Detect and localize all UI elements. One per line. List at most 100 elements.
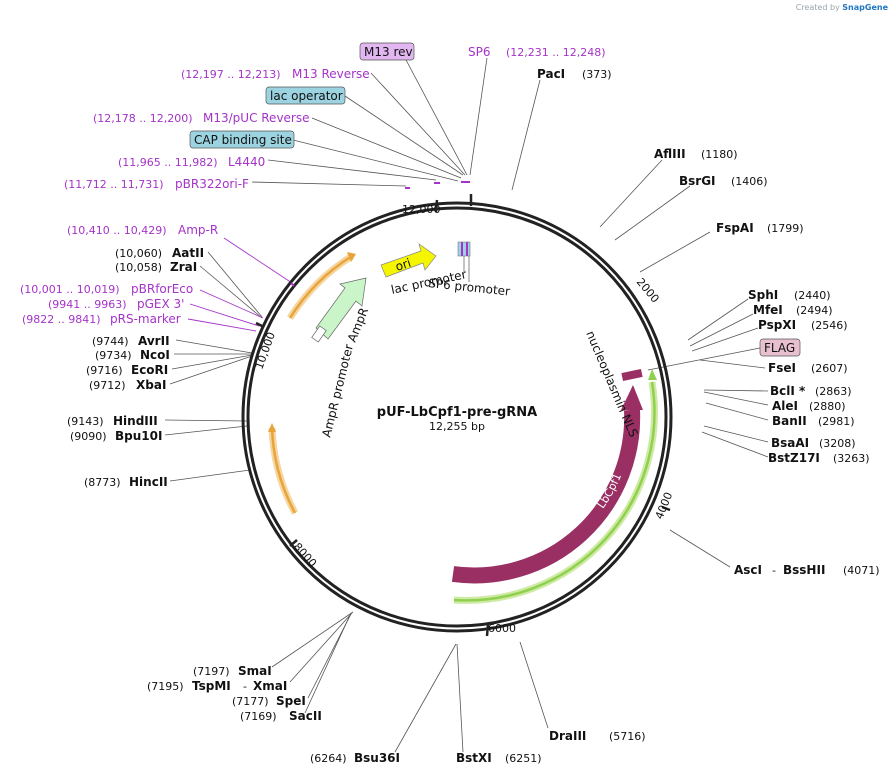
enzyme-banii[interactable]: BanII xyxy=(772,414,807,428)
enzyme-sphi-pos: (2440) xyxy=(794,289,831,302)
enzyme-alei[interactable]: AleI xyxy=(772,399,798,413)
primer-prs-marker-name[interactable]: pRS-marker xyxy=(110,312,181,326)
enzyme-ncoi[interactable]: NcoI xyxy=(140,348,170,362)
lac-operator-box[interactable]: lac operator xyxy=(265,86,346,105)
primer-m13puc-name[interactable]: M13/pUC Reverse xyxy=(203,111,310,125)
primer-m13-reverse-pos: (12,197 .. 12,213) xyxy=(181,68,281,81)
enzyme-tspmi-pos: (7195) xyxy=(147,680,184,693)
enzyme-xbai[interactable]: XbaI xyxy=(136,378,166,392)
enzyme-bsrgi-pos: (1406) xyxy=(731,175,768,188)
enzyme-mfei[interactable]: MfeI xyxy=(753,303,783,317)
enzyme-hindiii-pos: (9143) xyxy=(67,415,104,428)
primer-sp6-name[interactable]: SP6 xyxy=(468,45,491,59)
ori-label: ori xyxy=(394,256,413,274)
enzyme-draiii-pos: (5716) xyxy=(609,730,646,743)
cap-binding-label: CAP binding site xyxy=(194,133,292,147)
ori-feature[interactable]: ori xyxy=(380,243,437,278)
primer-m13puc-pos: (12,178 .. 12,200) xyxy=(93,112,193,125)
enzyme-draiii[interactable]: DraIII xyxy=(549,729,586,743)
enzyme-asci-sep: - xyxy=(772,564,776,577)
enzyme-fspai-pos: (1799) xyxy=(767,222,804,235)
primer-l4440-pos: (11,965 .. 11,982) xyxy=(118,156,218,169)
primer-pbrforeco-pos: (10,001 .. 10,019) xyxy=(20,283,120,296)
tick-marks xyxy=(255,194,671,637)
backbone-inner xyxy=(246,206,668,628)
green-orf xyxy=(453,369,658,604)
enzyme-asci[interactable]: AscI xyxy=(734,563,762,577)
enzyme-labels-left: (7169) SacII (7177) SpeI (7195) TspMI - … xyxy=(67,246,322,723)
enzyme-smai-pos: (7197) xyxy=(193,665,230,678)
tick-10000: 10,000 xyxy=(253,330,278,371)
enzyme-sacii[interactable]: SacII xyxy=(289,709,322,723)
enzyme-avrii[interactable]: AvrII xyxy=(138,334,170,348)
promoter-block xyxy=(457,241,471,282)
primer-leaders xyxy=(187,237,293,332)
enzyme-sphi[interactable]: SphI xyxy=(748,288,778,302)
enzyme-aatii[interactable]: AatII xyxy=(172,246,204,260)
primer-prs-marker-pos: (9822 .. 9841) xyxy=(22,313,101,326)
enzyme-bcli[interactable]: BclI * xyxy=(770,384,806,398)
primer-l4440-name[interactable]: L4440 xyxy=(228,155,265,169)
primer-pbr322ori-name[interactable]: pBR322ori-F xyxy=(175,177,249,191)
m13-rev-box[interactable]: M13 rev xyxy=(359,42,415,61)
enzyme-bsrgi[interactable]: BsrGI xyxy=(679,174,716,188)
leader-lines xyxy=(164,57,769,753)
enzyme-fsei[interactable]: FseI xyxy=(768,361,796,375)
enzyme-bsu36i[interactable]: Bsu36I xyxy=(354,751,400,765)
enzyme-bstxi[interactable]: BstXI xyxy=(456,751,492,765)
enzyme-zrai[interactable]: ZraI xyxy=(170,260,197,274)
enzyme-pspxi-pos: (2546) xyxy=(811,319,848,332)
enzyme-fsei-pos: (2607) xyxy=(811,362,848,375)
enzyme-pspxi[interactable]: PspXI xyxy=(758,318,796,332)
enzyme-avrii-pos: (9744) xyxy=(92,335,129,348)
enzyme-afliii-pos: (1180) xyxy=(701,148,738,161)
enzyme-sacii-pos: (7169) xyxy=(240,710,277,723)
enzyme-spei-pos: (7177) xyxy=(232,695,269,708)
enzyme-paci-pos: (373) xyxy=(582,68,612,81)
plasmid-length: 12,255 bp xyxy=(429,420,485,433)
enzyme-bstz17i[interactable]: BstZ17I xyxy=(768,451,820,465)
snapgene-credit: Created by SnapGene xyxy=(796,3,888,12)
ampr-feature[interactable] xyxy=(311,277,367,343)
primer-pgex3-pos: (9941 .. 9963) xyxy=(48,298,127,311)
enzyme-spei[interactable]: SpeI xyxy=(276,694,306,708)
enzyme-bsshii[interactable]: BssHII xyxy=(783,563,825,577)
enzyme-bpu10i[interactable]: Bpu10I xyxy=(115,429,162,443)
nls-label: nucleoplasmin NLS xyxy=(583,329,640,440)
enzyme-tspmi[interactable]: TspMI xyxy=(192,679,231,693)
enzyme-bstz17i-pos: (3263) xyxy=(833,452,870,465)
enzyme-hindiii[interactable]: HindIII xyxy=(113,414,158,428)
enzyme-ecori-pos: (9716) xyxy=(86,364,123,377)
primer-pbrforeco-name[interactable]: pBRforEco xyxy=(131,282,193,296)
enzyme-bcli-pos: (2863) xyxy=(815,385,852,398)
primer-ampr-name[interactable]: Amp-R xyxy=(178,223,218,237)
primer-pgex3-name[interactable]: pGEX 3' xyxy=(137,297,184,311)
enzyme-afliii[interactable]: AflIII xyxy=(654,147,686,161)
snapgene-logo: SnapGene xyxy=(842,3,888,12)
enzyme-fspai[interactable]: FspAI xyxy=(716,221,754,235)
m13-rev-label: M13 rev xyxy=(364,45,413,59)
plasmid-name: pUF-LbCpf1-pre-gRNA xyxy=(377,405,537,420)
enzyme-bsaai-pos: (3208) xyxy=(819,437,856,450)
enzyme-ncoi-pos: (9734) xyxy=(95,349,132,362)
nls-marker xyxy=(621,369,643,381)
enzyme-asci-pos: (4071) xyxy=(843,564,880,577)
enzyme-smai[interactable]: SmaI xyxy=(238,664,272,678)
enzyme-labels-right: PacI (373) AflIII (1180) BsrGI (1406) Fs… xyxy=(310,67,880,765)
primer-m13-reverse-name[interactable]: M13 Reverse xyxy=(292,67,370,81)
tick-12000: 12,000 xyxy=(402,203,441,216)
enzyme-xmai[interactable]: XmaI xyxy=(253,679,287,693)
enzyme-zrai-pos: (10,058) xyxy=(115,261,162,274)
enzyme-ecori[interactable]: EcoRI xyxy=(131,363,168,377)
enzyme-bsaai[interactable]: BsaAI xyxy=(771,436,809,450)
flag-box[interactable]: FLAG xyxy=(759,338,801,357)
enzyme-bsu36i-pos: (6264) xyxy=(310,752,347,765)
cap-binding-box[interactable]: CAP binding site xyxy=(189,130,295,149)
enzyme-hincii[interactable]: HincII xyxy=(129,475,168,489)
enzyme-paci[interactable]: PacI xyxy=(537,67,565,81)
flag-label: FLAG xyxy=(764,341,795,355)
ampr-promoter-label: AmpR promoter xyxy=(319,343,356,439)
enzyme-mfei-pos: (2494) xyxy=(796,304,833,317)
primer-ampr-pos: (10,410 .. 10,429) xyxy=(67,224,167,237)
enzyme-banii-pos: (2981) xyxy=(818,415,855,428)
